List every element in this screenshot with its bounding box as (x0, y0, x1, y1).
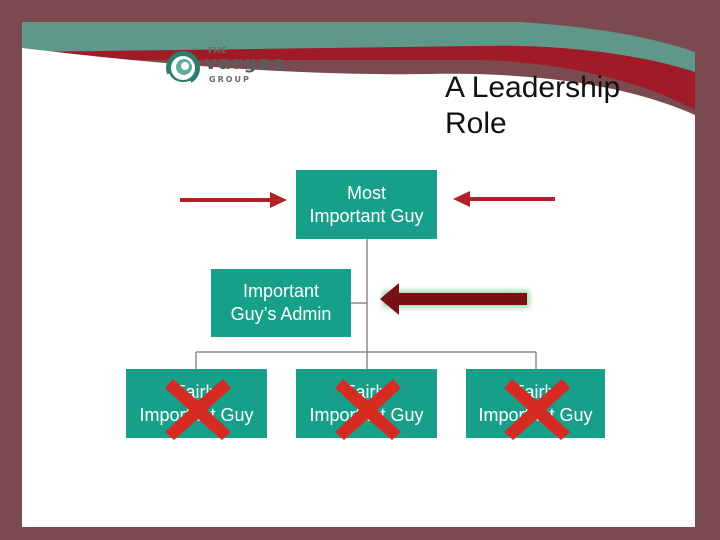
right-arrow-icon (453, 191, 555, 207)
box-label-line2: Important Guy (309, 205, 424, 226)
logo-name-text: vargas (205, 53, 286, 74)
slide-title-line1: A Leadership (445, 71, 621, 104)
admin-box: Important Guy’s Admin (211, 269, 351, 337)
slide-title: A Leadership Role (445, 70, 675, 142)
admin-arrow-icon (380, 283, 530, 315)
spiral-logo-icon (166, 51, 200, 86)
cross-out-icon (504, 379, 570, 440)
logo-group-text: GROUP (209, 75, 251, 84)
box-label-line1: Important (242, 281, 320, 301)
slide-title-line2: Role (445, 107, 507, 140)
cross-out-icon (165, 379, 231, 440)
box-label-line2: Guy’s Admin (230, 304, 332, 324)
cross-out-icon (335, 379, 401, 440)
logo-the-text: THE (207, 46, 228, 55)
left-arrow-icon (180, 192, 287, 208)
most-important-guy-box: Most Important Guy (296, 170, 437, 239)
box-label-line1: Most (346, 182, 386, 203)
vargas-group-logo: THE vargas GROUP (163, 44, 286, 90)
